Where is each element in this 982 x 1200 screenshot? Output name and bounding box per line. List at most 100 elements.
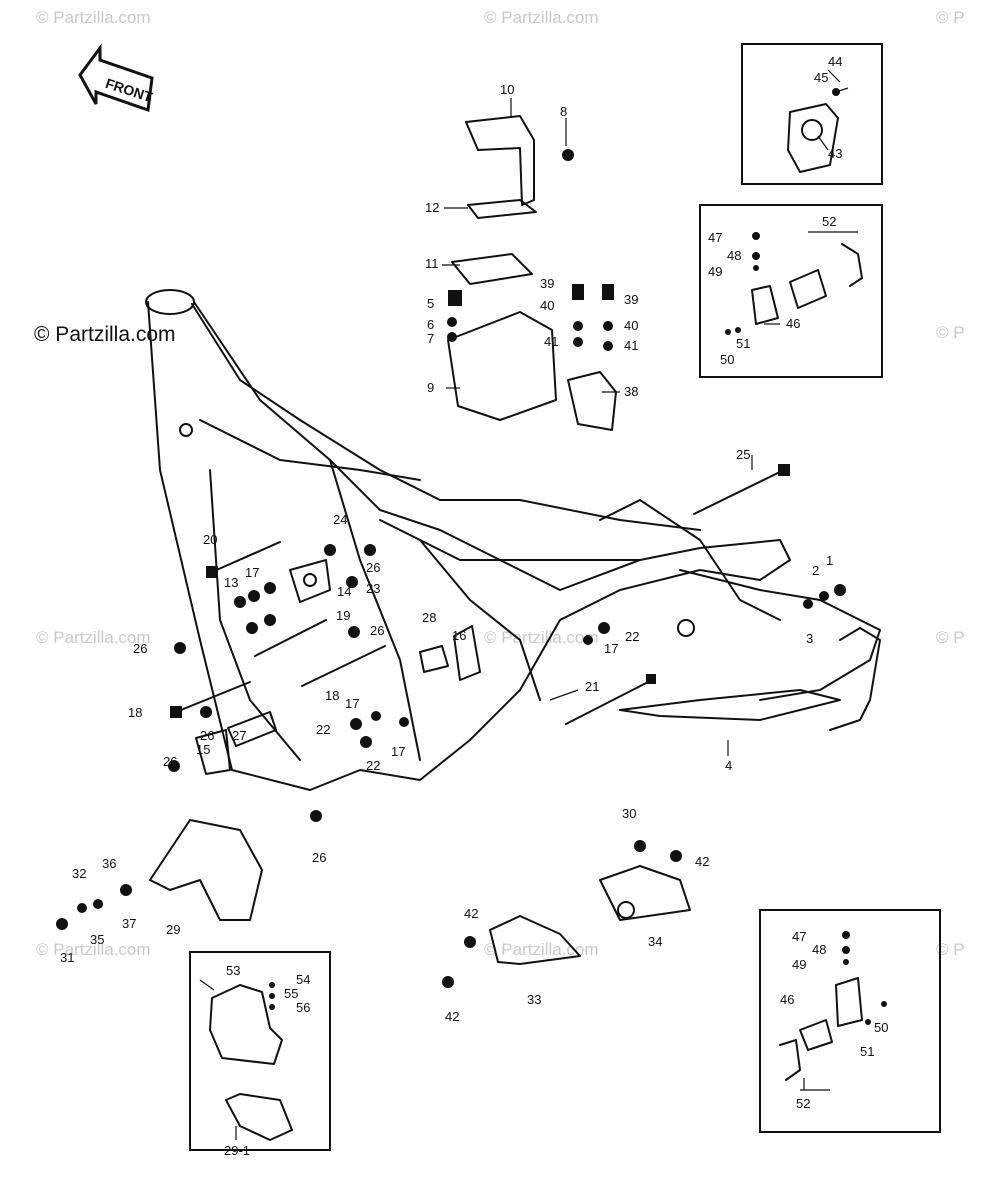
callout-6: 6 [427, 317, 434, 332]
callout-5: 5 [427, 296, 434, 311]
watermark: © Partzilla.com [484, 628, 599, 647]
callout-43: 43 [828, 146, 842, 161]
callout-23: 23 [366, 581, 380, 596]
callout-53: 53 [226, 963, 240, 978]
callout-22: 22 [625, 629, 639, 644]
callout-25: 25 [736, 447, 750, 462]
callout-41: 41 [544, 334, 558, 349]
callout-39: 39 [540, 276, 554, 291]
callout-44: 44 [828, 54, 842, 69]
main-frame-1 [145, 289, 881, 791]
watermark: © Partzilla.com [36, 628, 151, 647]
watermark: © Partzilla.com [484, 8, 599, 27]
callout-26: 26 [370, 623, 384, 638]
callout-46: 46 [786, 316, 800, 331]
callout-32: 32 [72, 866, 86, 881]
inset-box-52-top [699, 204, 883, 378]
callout-labels: 1 2 3 4 5 6 7 8 9 10 11 12 13 14 15 16 1… [60, 54, 888, 1158]
callout-18: 18 [325, 688, 339, 703]
callout-22: 22 [366, 758, 380, 773]
callout-42: 42 [445, 1009, 459, 1024]
inset-box-43 [741, 43, 883, 185]
callout-50: 50 [720, 352, 734, 367]
fastener-hardware [56, 464, 846, 988]
callout-19: 19 [336, 608, 350, 623]
callout-52: 52 [822, 214, 836, 229]
callout-9: 9 [427, 380, 434, 395]
callout-26: 26 [163, 754, 177, 769]
front-arrow-icon: FRONT [78, 43, 155, 113]
callout-4: 4 [725, 758, 732, 773]
engine-mount-brackets [149, 559, 691, 965]
watermark: © Partzilla.com [36, 940, 151, 959]
callout-51: 51 [736, 336, 750, 351]
callout-56: 56 [296, 1000, 310, 1015]
callout-26: 26 [200, 728, 214, 743]
watermark: © P [936, 8, 965, 27]
watermark: © Partzilla.com [36, 8, 151, 27]
watermark: © P [936, 628, 965, 647]
callout-37: 37 [122, 916, 136, 931]
callout-48: 48 [812, 942, 826, 957]
callout-7: 7 [427, 331, 434, 346]
callout-42: 42 [695, 854, 709, 869]
watermark: © P [936, 940, 965, 959]
callout-21: 21 [585, 679, 599, 694]
callout-17: 17 [345, 696, 359, 711]
callout-47: 47 [708, 230, 722, 245]
callout-49: 49 [708, 264, 722, 279]
callout-16: 16 [452, 628, 466, 643]
callout-51: 51 [860, 1044, 874, 1059]
callout-28: 28 [422, 610, 436, 625]
callout-20: 20 [203, 532, 217, 547]
callout-40: 40 [540, 298, 554, 313]
callout-17: 17 [245, 565, 259, 580]
callout-34: 34 [648, 934, 662, 949]
callout-49: 49 [792, 957, 806, 972]
callout-26: 26 [133, 641, 147, 656]
callout-38: 38 [624, 384, 638, 399]
callout-17: 17 [391, 744, 405, 759]
battery-box-assembly [447, 115, 617, 431]
callout-47: 47 [792, 929, 806, 944]
callout-1: 1 [826, 553, 833, 568]
callout-46: 46 [780, 992, 794, 1007]
callout-40: 40 [624, 318, 638, 333]
callout-3: 3 [806, 631, 813, 646]
callout-27: 27 [232, 728, 246, 743]
callout-30: 30 [622, 806, 636, 821]
callout-33: 33 [527, 992, 541, 1007]
callout-11: 11 [425, 256, 439, 271]
plate-43 [787, 87, 849, 173]
leader-lines [199, 69, 858, 1140]
callout-13: 13 [224, 575, 238, 590]
callout-50: 50 [874, 1020, 888, 1035]
callout-45: 45 [814, 70, 828, 85]
callout-26: 26 [312, 850, 326, 865]
callout-41: 41 [624, 338, 638, 353]
callout-29: 29 [166, 922, 180, 937]
callout-17: 17 [604, 641, 618, 656]
ignition-switch-52-bottom [779, 931, 887, 1081]
callout-35: 35 [90, 932, 104, 947]
callout-36: 36 [102, 856, 116, 871]
callout-22: 22 [316, 722, 330, 737]
callout-10: 10 [500, 82, 514, 97]
callout-29-1: 29-1 [224, 1143, 250, 1158]
inset-box-53 [189, 951, 331, 1151]
cover-53 [209, 982, 293, 1141]
inset-box-52-bottom [759, 909, 941, 1133]
callout-2: 2 [812, 563, 819, 578]
callout-18: 18 [128, 705, 142, 720]
callout-24: 24 [333, 512, 347, 527]
watermark: © Partzilla.com [34, 323, 176, 346]
callout-8: 8 [560, 104, 567, 119]
watermark: © P [936, 323, 965, 342]
callout-52: 52 [796, 1096, 810, 1111]
callout-12: 12 [425, 200, 439, 215]
callout-26: 26 [366, 560, 380, 575]
callout-39: 39 [624, 292, 638, 307]
callout-14: 14 [337, 584, 351, 599]
